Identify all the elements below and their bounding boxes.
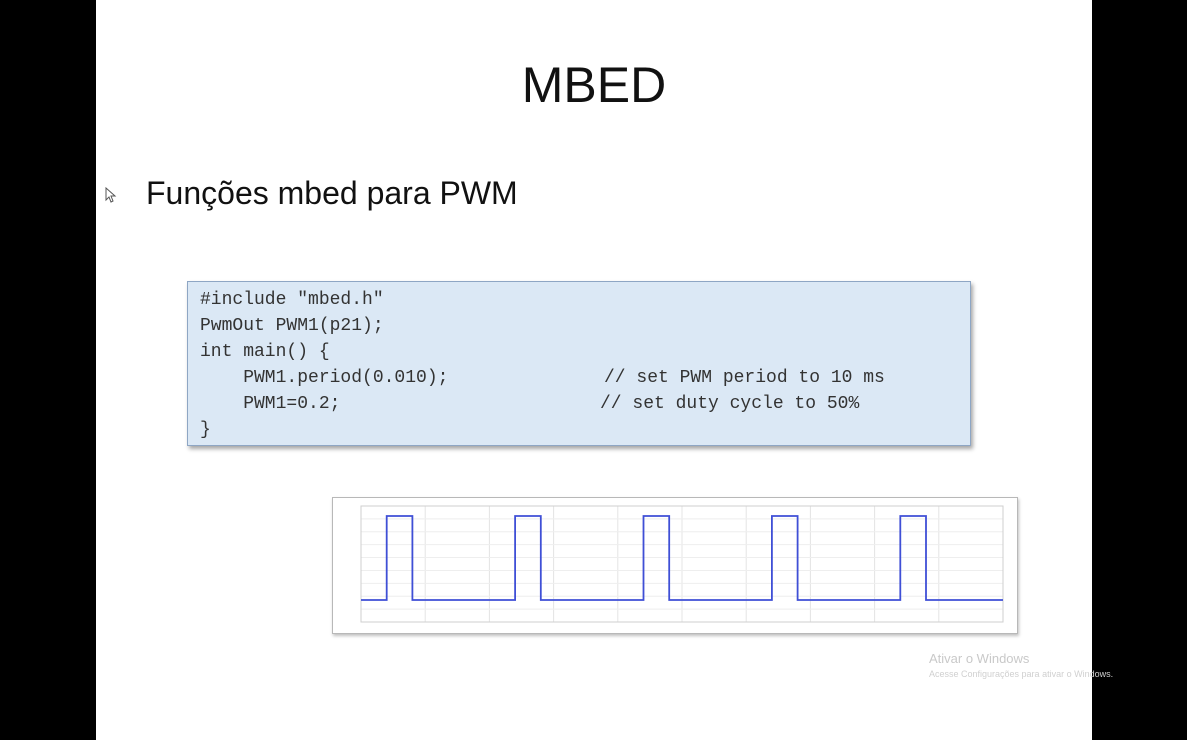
code-line: } — [200, 420, 211, 440]
code-line: #include "mbed.h" — [200, 290, 384, 310]
waveform-plot — [360, 505, 1004, 623]
slide-subtitle: Funções mbed para PWM — [146, 175, 518, 211]
code-line: PWM1=0.2; — [200, 394, 341, 414]
slide-title: MBED — [521, 57, 667, 113]
watermark-subtitle: Acesse Configurações para ativar o Windo… — [929, 669, 1114, 679]
windows-activation-watermark: Ativar o Windows Acesse Configurações pa… — [929, 651, 1179, 679]
watermark-title: Ativar o Windows — [929, 651, 1030, 666]
code-comment: // set PWM period to 10 ms — [604, 368, 885, 388]
code-line: PWM1.period(0.010); — [200, 368, 449, 388]
slide: MBED Funções mbed para PWM #include "mbe… — [96, 0, 1092, 740]
code-line: PwmOut PWM1(p21); — [200, 316, 384, 336]
code-comment: // set duty cycle to 50% — [600, 394, 860, 414]
pwm-series-line — [361, 515, 1003, 601]
mouse-pointer-icon — [105, 187, 117, 203]
pwm-waveform-chart — [332, 497, 1018, 634]
plot-frame — [360, 505, 1004, 623]
code-line: int main() { — [200, 342, 330, 362]
code-block: #include "mbed.h" PwmOut PWM1(p21); int … — [187, 281, 971, 446]
